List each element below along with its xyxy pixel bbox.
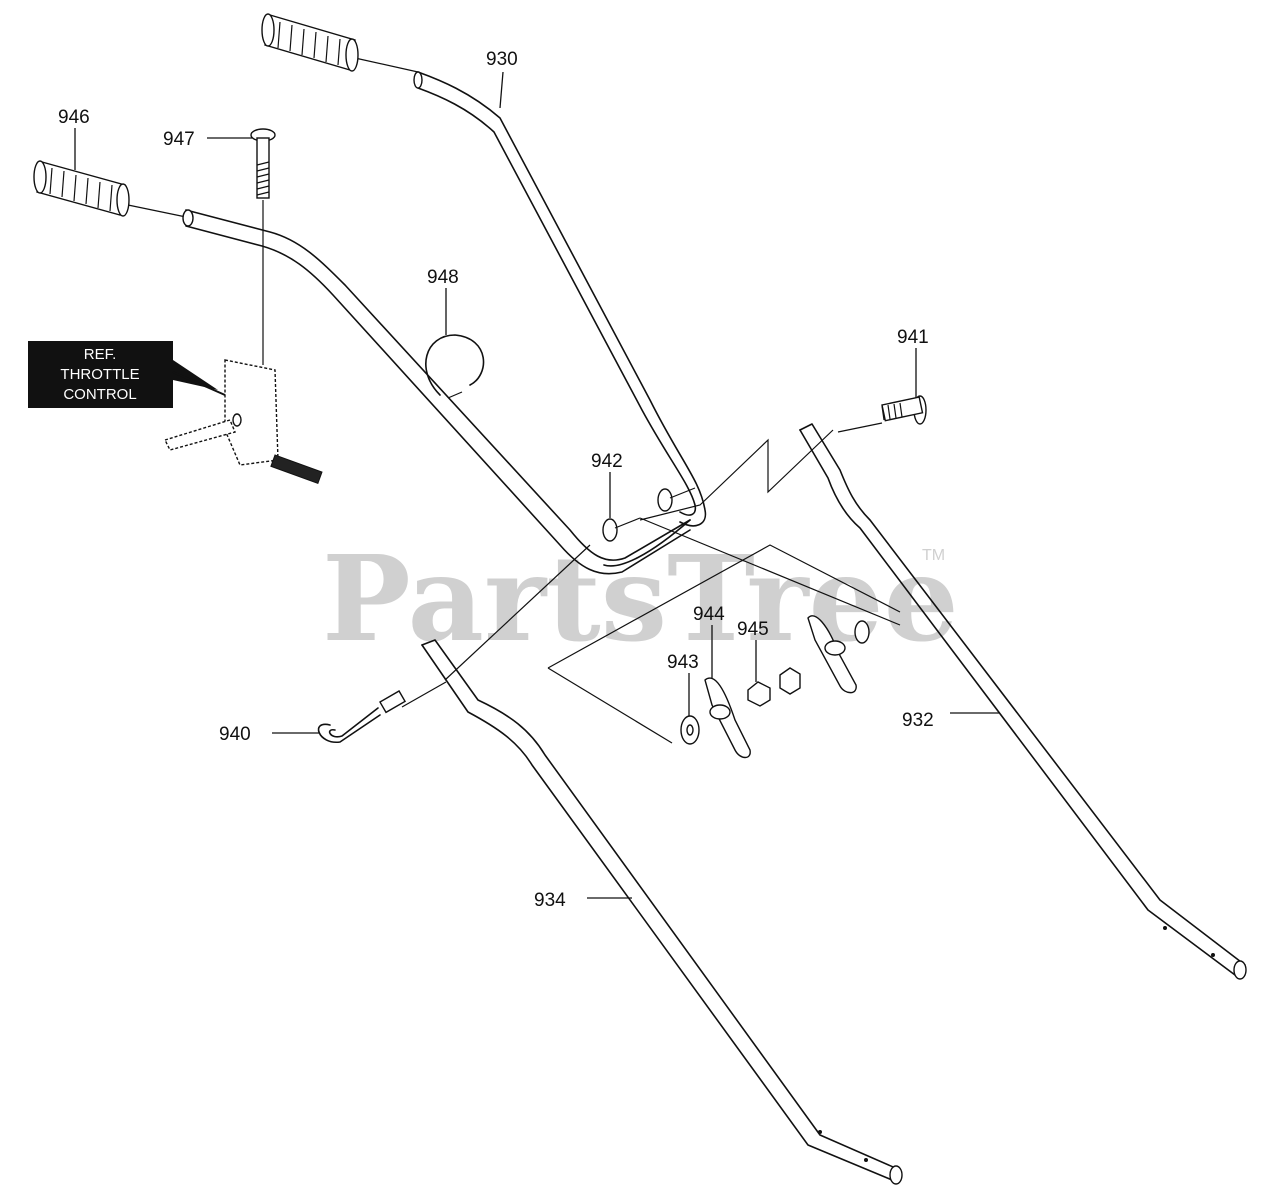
washer-942[interactable] bbox=[602, 487, 696, 542]
knob-944-right[interactable] bbox=[807, 615, 870, 694]
reference-box-throttle-control: REF. THROTTLE CONTROL bbox=[28, 341, 226, 408]
handle-tube-932[interactable] bbox=[799, 423, 1247, 980]
bolt-947[interactable] bbox=[250, 128, 276, 199]
washer-943[interactable] bbox=[680, 715, 700, 745]
ref-line-3: CONTROL bbox=[63, 386, 136, 403]
handle-tube-946[interactable] bbox=[182, 209, 691, 575]
throttle-control-bracket bbox=[164, 359, 323, 485]
handle-tube-934[interactable] bbox=[421, 639, 903, 1185]
callout-leaders bbox=[74, 71, 1000, 899]
label-941: 941 bbox=[897, 327, 929, 348]
assembly-guide-lines bbox=[127, 57, 901, 744]
label-932: 932 bbox=[902, 710, 934, 731]
watermark: PartsTree TM bbox=[322, 529, 959, 668]
label-947: 947 bbox=[163, 129, 195, 150]
label-943: 943 bbox=[667, 652, 699, 673]
watermark-text: PartsTree bbox=[322, 529, 959, 668]
wire-clip-948[interactable] bbox=[425, 334, 485, 399]
ref-line-1: REF. bbox=[84, 346, 117, 363]
watermark-tm: TM bbox=[922, 547, 945, 564]
nut-945-right[interactable] bbox=[779, 667, 801, 695]
grip-946[interactable] bbox=[33, 160, 130, 217]
handle-tube-930[interactable] bbox=[413, 71, 707, 567]
label-948: 948 bbox=[427, 267, 459, 288]
grip-930[interactable] bbox=[261, 13, 359, 72]
label-934: 934 bbox=[534, 890, 566, 911]
label-945: 945 bbox=[737, 619, 769, 640]
knob-944-left[interactable] bbox=[704, 677, 751, 759]
label-930: 930 bbox=[486, 49, 518, 70]
callout-labels: 930 946 947 948 941 942 944 945 943 940 … bbox=[58, 49, 934, 911]
label-942: 942 bbox=[591, 451, 623, 472]
bolt-941[interactable] bbox=[881, 395, 927, 425]
eye-bolt-940[interactable] bbox=[317, 690, 407, 743]
label-944: 944 bbox=[693, 604, 725, 625]
ref-line-2: THROTTLE bbox=[60, 366, 139, 383]
label-946: 946 bbox=[58, 107, 90, 128]
nut-945-left[interactable] bbox=[747, 681, 771, 707]
label-940: 940 bbox=[219, 724, 251, 745]
